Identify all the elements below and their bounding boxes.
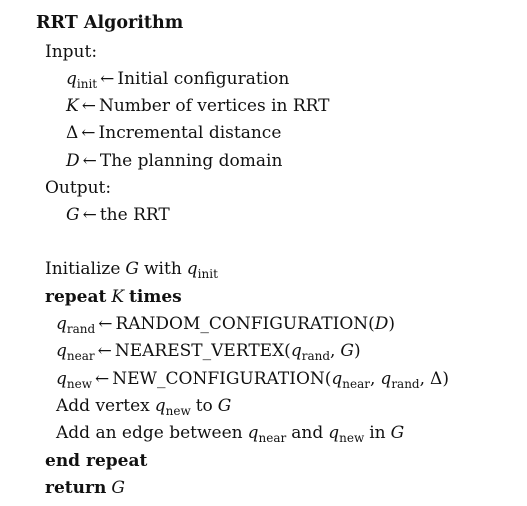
- input-line-qinit: qinit←Initial configuration: [66, 69, 290, 91]
- var-q-sub-rand: rand: [391, 377, 420, 391]
- input-desc: Number of vertices in RRT: [98, 96, 330, 116]
- comma: ,: [330, 341, 336, 361]
- function-name: RANDOM_CONFIGURATION(: [115, 314, 375, 334]
- var-q-sub-near: near: [342, 377, 371, 391]
- keyword-times: times: [129, 287, 182, 307]
- var-g: G: [111, 478, 125, 498]
- left-arrow-icon: ←: [82, 151, 97, 171]
- var-q: q: [290, 341, 302, 361]
- output-label: Output:: [45, 178, 112, 198]
- left-arrow-icon: ←: [98, 314, 113, 334]
- left-arrow-icon: ←: [95, 369, 110, 389]
- comma: ,: [370, 369, 376, 389]
- var-g: G: [340, 341, 355, 361]
- in-text: in: [369, 423, 386, 443]
- var-q-sub-new: new: [165, 404, 191, 418]
- var-q: q: [56, 314, 67, 334]
- input-line-delta: Δ←Incremental distance: [66, 123, 281, 143]
- output-line-g: G←the RRT: [66, 205, 170, 225]
- close-paren: ): [388, 314, 396, 334]
- input-label: Input:: [45, 42, 98, 62]
- var-q: q: [154, 396, 166, 416]
- var-q: q: [56, 369, 67, 389]
- left-arrow-icon: ←: [81, 123, 96, 143]
- var-delta: Δ: [430, 369, 443, 389]
- init-text: Initialize: [45, 259, 121, 279]
- var-q-sub-new: new: [339, 431, 365, 445]
- close-paren: ): [354, 341, 361, 361]
- input-line-d: D←The planning domain: [66, 151, 282, 171]
- var-q-sub-rand: rand: [66, 322, 96, 336]
- var-q: q: [247, 423, 259, 443]
- input-desc: The planning domain: [99, 151, 283, 171]
- step-new-configuration: qnew←NEW_CONFIGURATION(qnear,qrand,Δ): [56, 369, 449, 391]
- var-g: G: [390, 423, 405, 443]
- output-desc: the RRT: [99, 205, 170, 225]
- comma: ,: [419, 369, 426, 389]
- step-nearest-vertex: qnear←NEAREST_VERTEX(qrand,G): [56, 341, 361, 363]
- add-edge-text: Add an edge between: [56, 423, 243, 443]
- function-name: NEW_CONFIGURATION(: [112, 369, 332, 389]
- var-k: K: [66, 96, 79, 116]
- input-desc: Incremental distance: [98, 123, 282, 143]
- var-d: D: [374, 314, 389, 334]
- left-arrow-icon: ←: [82, 205, 97, 225]
- var-q: q: [56, 341, 67, 361]
- with-text: with: [144, 259, 182, 279]
- var-g: G: [66, 205, 80, 225]
- var-q-sub-new: new: [66, 377, 92, 391]
- var-delta: Δ: [66, 123, 79, 143]
- input-line-k: K←Number of vertices in RRT: [66, 96, 330, 116]
- var-q-sub-init: init: [197, 267, 218, 281]
- keyword-end-repeat: end repeat: [45, 451, 148, 471]
- left-arrow-icon: ←: [100, 69, 115, 89]
- to-text: to: [195, 396, 213, 416]
- var-g: G: [217, 396, 232, 416]
- keyword-repeat: repeat: [45, 287, 107, 307]
- close-paren: ): [442, 369, 449, 389]
- add-vertex-text: Add vertex: [56, 396, 150, 416]
- left-arrow-icon: ←: [81, 96, 96, 116]
- var-k: K: [111, 287, 125, 307]
- var-g: G: [125, 259, 139, 279]
- var-q: q: [380, 369, 392, 389]
- var-q: q: [66, 69, 77, 89]
- var-q-sub-near: near: [258, 431, 287, 445]
- and-text: and: [291, 423, 324, 443]
- algorithm-title: RRT Algorithm: [36, 13, 184, 33]
- left-arrow-icon: ←: [97, 341, 112, 361]
- var-q-sub-init: init: [76, 77, 98, 91]
- step-random-configuration: qrand←RANDOM_CONFIGURATION(D): [56, 314, 396, 336]
- keyword-return: return: [45, 478, 107, 498]
- var-q-sub-near: near: [66, 349, 95, 363]
- var-q: q: [328, 423, 340, 443]
- function-name: NEAREST_VERTEX(: [114, 341, 291, 361]
- var-q: q: [331, 369, 343, 389]
- var-d: D: [66, 151, 80, 171]
- var-q: q: [186, 259, 198, 279]
- input-desc: Initial configuration: [117, 69, 290, 89]
- var-q-sub-rand: rand: [301, 349, 331, 363]
